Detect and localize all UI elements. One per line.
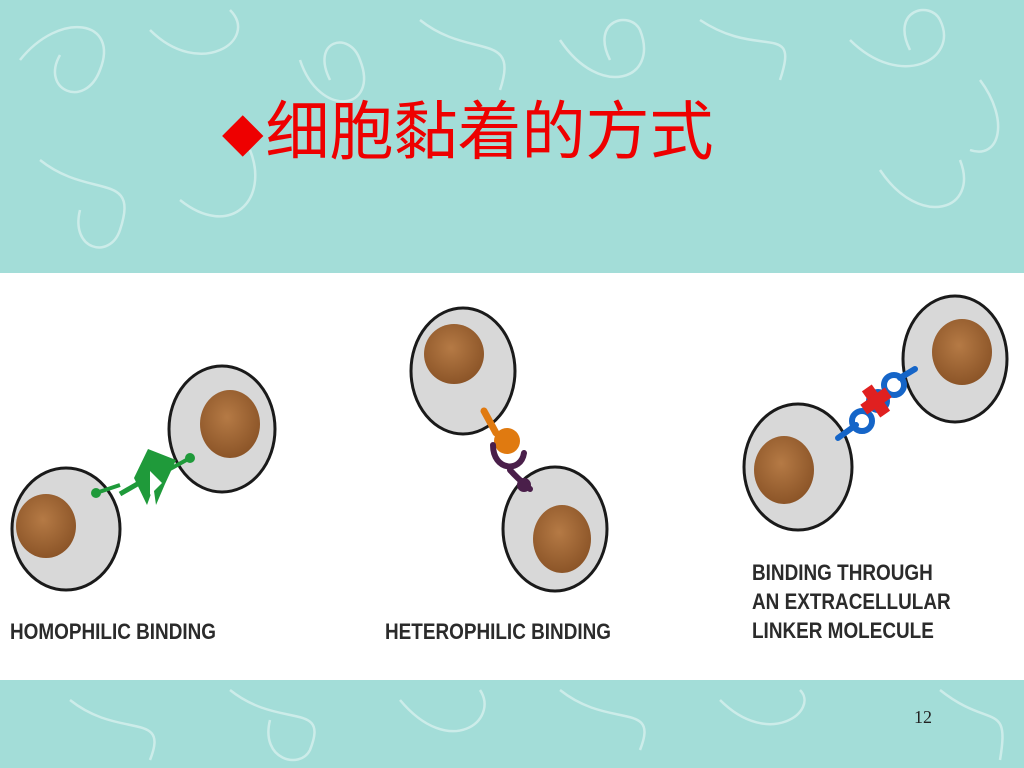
title-bullet-icon: ◆ — [222, 100, 264, 163]
heterophilic-binding-diagram — [409, 306, 609, 593]
cell-adhesion-figure — [0, 273, 1024, 680]
linker-molecule — [860, 384, 892, 418]
linker-binding-caption: BINDING THROUGH AN EXTRACELLULAR LINKER … — [752, 558, 951, 645]
caption-line: AN EXTRACELLULAR — [752, 589, 951, 614]
heterophilic-binding-caption: HETEROPHILIC BINDING — [385, 619, 612, 644]
nucleus — [424, 324, 484, 384]
nucleus — [200, 390, 260, 458]
slide-title: ◆细胞黏着的方式 — [222, 84, 714, 180]
cell-top — [409, 306, 517, 436]
heterophilic-ligand — [480, 407, 520, 454]
nucleus — [16, 494, 76, 558]
linker-binding-diagram — [742, 294, 1009, 532]
slide-title-text: 细胞黏着的方式 — [265, 96, 714, 170]
cell-right — [167, 364, 277, 494]
page-number: 12 — [914, 707, 932, 727]
cell-left — [742, 402, 854, 532]
linker-receptors — [835, 366, 918, 441]
homophilic-adhesion-molecules — [91, 449, 195, 505]
heterophilic-receptor — [490, 442, 533, 492]
nucleus — [533, 505, 591, 573]
homophilic-binding-diagram — [10, 364, 277, 592]
cell-right — [901, 294, 1009, 424]
nucleus — [754, 436, 814, 504]
caption-line: LINKER MOLECULE — [752, 618, 934, 643]
cell-bottom — [501, 465, 609, 593]
homophilic-binding-caption: HOMOPHILIC BINDING — [10, 619, 217, 644]
nucleus — [932, 319, 992, 385]
cell-adhesion-diagram — [10, 294, 1009, 593]
caption-line: BINDING THROUGH — [752, 560, 933, 585]
cell-left — [10, 466, 122, 592]
